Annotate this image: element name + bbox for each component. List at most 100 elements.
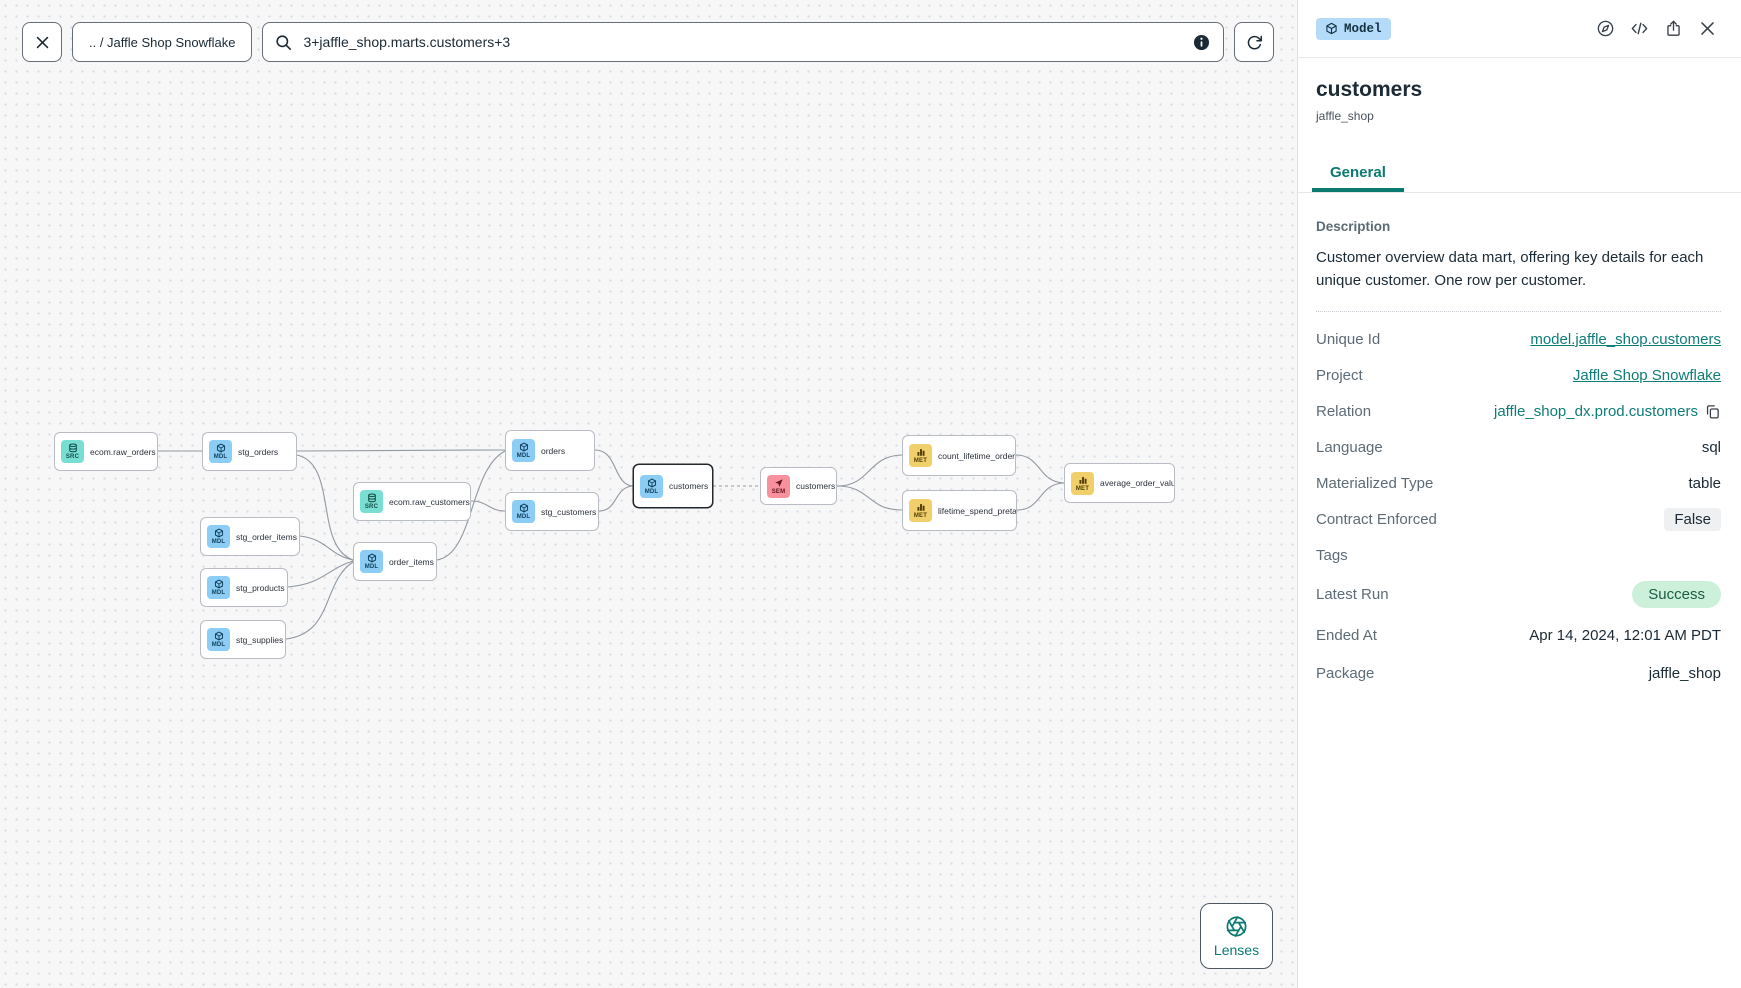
src-type-badge: SRC	[360, 490, 383, 513]
field-row-latest-run: Latest Run Success	[1316, 574, 1721, 616]
panel-content: Description Customer overview data mart,…	[1298, 193, 1741, 692]
graph-node-label: average_order_value	[1100, 478, 1175, 488]
aperture-icon	[1226, 915, 1247, 937]
latest-run-status-badge: Success	[1632, 581, 1721, 608]
relation-value: jaffle_shop_dx.prod.customers	[1493, 403, 1698, 420]
cube-icon	[216, 443, 225, 453]
refresh-icon	[1247, 35, 1262, 49]
close-icon	[36, 36, 48, 48]
graph-node-label: stg_order_items	[236, 531, 297, 542]
graph-node-count-lifetime-orders[interactable]: MET count_lifetime_orders	[902, 435, 1016, 476]
graph-edge	[287, 560, 354, 588]
mdl-type-badge: MDL	[512, 500, 535, 523]
explore-compass-icon[interactable]	[1596, 19, 1615, 38]
graph-node-ecom-raw-customers[interactable]: SRC ecom.raw_customers	[353, 482, 471, 521]
language-value: sql	[1701, 439, 1721, 456]
search-icon	[276, 35, 292, 51]
graph-edge	[470, 500, 506, 512]
field-row-contract-enforced: Contract Enforced False	[1316, 502, 1721, 538]
mdl-type-badge: MDL	[207, 576, 230, 599]
breadcrumb[interactable]: .. / Jaffle Shop Snowflake	[72, 22, 253, 62]
cube-icon	[214, 528, 223, 538]
field-label: Materialized Type	[1316, 475, 1434, 492]
graph-node-average-order-value[interactable]: MET average_order_value	[1064, 463, 1175, 503]
contract-enforced-badge: False	[1664, 508, 1721, 531]
resource-type-badge: Model	[1316, 17, 1391, 40]
code-icon[interactable]	[1630, 19, 1649, 38]
details-panel: Model customers jaffle_shop General Desc…	[1297, 0, 1741, 988]
lenses-label: Lenses	[1213, 941, 1260, 958]
ended-at-value: Apr 14, 2024, 12:01 AM PDT	[1529, 627, 1721, 644]
refresh-button[interactable]	[1234, 22, 1275, 62]
semantic-model-icon	[774, 478, 783, 487]
materialized-type-value: table	[1688, 475, 1721, 492]
graph-edge	[594, 449, 634, 487]
met-type-badge: MET	[909, 444, 932, 467]
mdl-type-badge: MDL	[207, 628, 230, 651]
graph-node-label: lifetime_spend_pretax	[938, 505, 1017, 516]
panel-title-block: customers jaffle_shop	[1298, 58, 1741, 123]
resource-type-label: Model	[1344, 21, 1382, 36]
field-label: Relation	[1316, 403, 1372, 420]
met-type-badge: MET	[1071, 471, 1094, 495]
tab-general[interactable]: General	[1312, 155, 1404, 192]
metric-bars-icon	[1078, 476, 1087, 484]
panel-tabs: General	[1298, 155, 1741, 193]
field-label: Project	[1316, 367, 1363, 384]
graph-node-label: ecom.raw_customers	[389, 496, 470, 507]
graph-edge	[299, 535, 354, 561]
cube-icon	[214, 631, 223, 641]
unique-id-link[interactable]: model.jaffle_shop.customers	[1530, 331, 1721, 348]
graph-node-stg-order-items[interactable]: MDL stg_order_items	[200, 517, 300, 556]
mdl-type-badge: MDL	[207, 525, 230, 548]
field-row-tags: Tags	[1316, 538, 1721, 574]
cube-icon	[367, 553, 376, 563]
close-lineage-button[interactable]	[22, 22, 62, 62]
page-subtitle: jaffle_shop	[1316, 109, 1374, 123]
sem-type-badge: SEM	[767, 474, 790, 498]
graph-node-label: stg_orders	[238, 446, 279, 457]
field-label: Language	[1316, 439, 1383, 456]
graph-edge	[285, 561, 354, 640]
mdl-type-badge: MDL	[360, 550, 383, 573]
field-row-language: Language sql	[1316, 430, 1721, 466]
field-label: Package	[1316, 665, 1375, 682]
graph-node-customers-semantic[interactable]: SEM customers	[760, 467, 837, 505]
graph-edge	[296, 449, 506, 452]
graph-node-label: orders	[541, 445, 566, 456]
project-link[interactable]: Jaffle Shop Snowflake	[1572, 367, 1721, 384]
metric-bars-icon	[916, 449, 925, 456]
field-label: Ended At	[1316, 627, 1377, 644]
field-row-materialized-type: Materialized Type table	[1316, 466, 1721, 502]
metric-bars-icon	[916, 504, 925, 511]
copy-relation-button[interactable]	[1704, 403, 1721, 420]
info-icon[interactable]	[1192, 33, 1211, 52]
database-icon	[367, 493, 376, 503]
share-icon[interactable]	[1664, 19, 1683, 38]
field-label: Unique Id	[1316, 331, 1381, 348]
relation-value-group: jaffle_shop_dx.prod.customers	[1494, 403, 1721, 420]
cube-icon	[519, 442, 528, 452]
field-row-ended-at: Ended At Apr 14, 2024, 12:01 AM PDT	[1316, 616, 1721, 656]
lineage-selector-input[interactable]	[263, 23, 1224, 61]
graph-node-label: ecom.raw_orders	[90, 446, 156, 457]
field-row-unique-id: Unique Id model.jaffle_shop.customers	[1316, 322, 1721, 358]
lenses-button[interactable]: Lenses	[1200, 903, 1273, 969]
field-row-package: Package jaffle_shop	[1316, 656, 1721, 692]
field-label: Tags	[1316, 547, 1348, 564]
mdl-type-badge: MDL	[640, 474, 663, 498]
graph-node-label: customers	[796, 481, 836, 491]
graph-node-label: count_lifetime_orders	[938, 450, 1016, 461]
graph-edge	[598, 485, 634, 512]
close-panel-icon[interactable]	[1698, 19, 1717, 38]
